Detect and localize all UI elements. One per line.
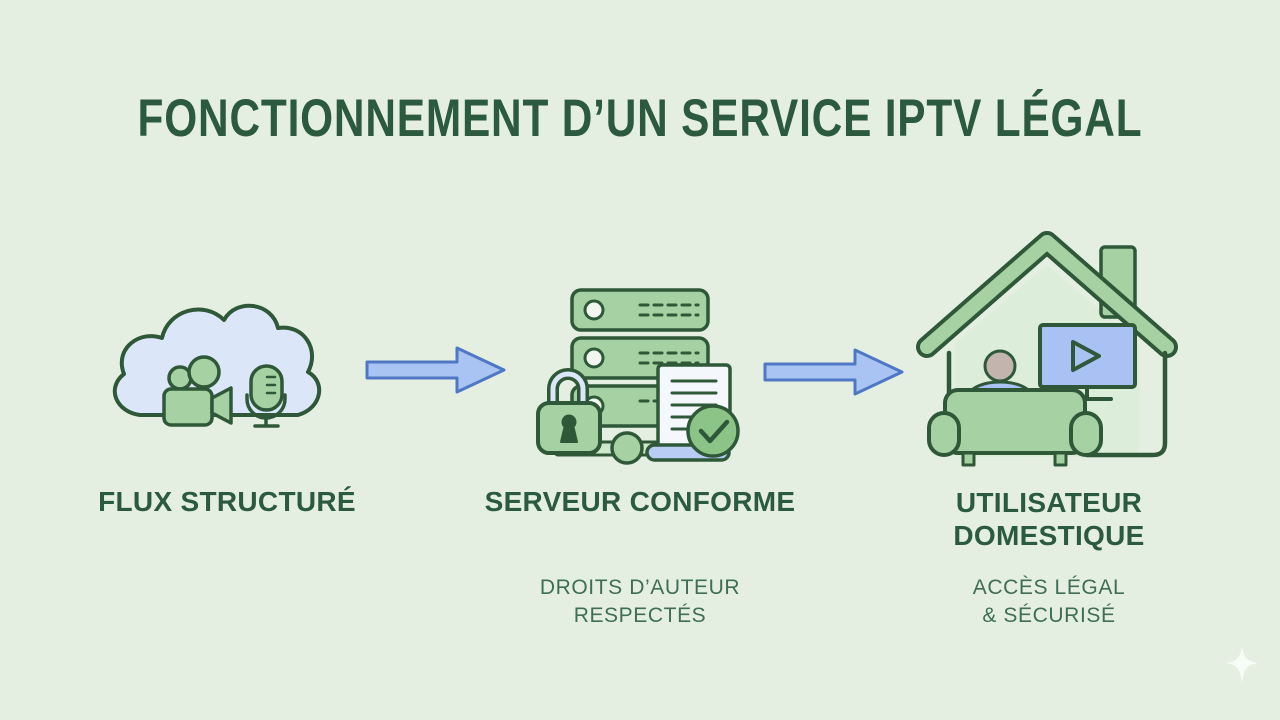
arrow-shape — [763, 348, 904, 396]
step-label-flux-structure: FLUX STRUCTURÉ — [98, 486, 356, 517]
cloud-media-icon — [112, 303, 322, 428]
home-viewer-icon — [916, 231, 1178, 467]
arrow-shape — [365, 346, 506, 394]
secure-server-icon — [536, 288, 740, 465]
microphone-icon — [245, 364, 287, 428]
roof — [916, 231, 1178, 358]
flow-arrow-right-icon — [365, 346, 506, 394]
padlock-icon — [536, 368, 602, 455]
page-title: FONCTIONNEMENT D’UN SERVICE IPTV LÉGAL — [137, 89, 1143, 148]
step-sublabel-acces-legal: ACCÈS LÉGAL & SÉCURISÉ — [972, 576, 1126, 627]
sparkle-icon — [1226, 647, 1258, 683]
video-camera-icon — [162, 355, 233, 427]
step-label-utilisateur-domestique: UTILISATEUR DOMESTIQUE — [953, 487, 1145, 551]
right-wall-floor — [1084, 350, 1168, 458]
flow-arrow-right-icon — [763, 348, 904, 396]
tv-icon — [1038, 323, 1137, 401]
check-badge-icon — [686, 404, 740, 458]
step-sublabel-droits-auteur: DROITS D’AUTEUR RESPECTÉS — [539, 576, 741, 627]
couch-icon — [927, 388, 1103, 467]
play-icon — [1071, 340, 1101, 372]
step-label-serveur-conforme: SERVEUR CONFORME — [484, 486, 796, 517]
certificate-document-icon — [645, 363, 740, 462]
